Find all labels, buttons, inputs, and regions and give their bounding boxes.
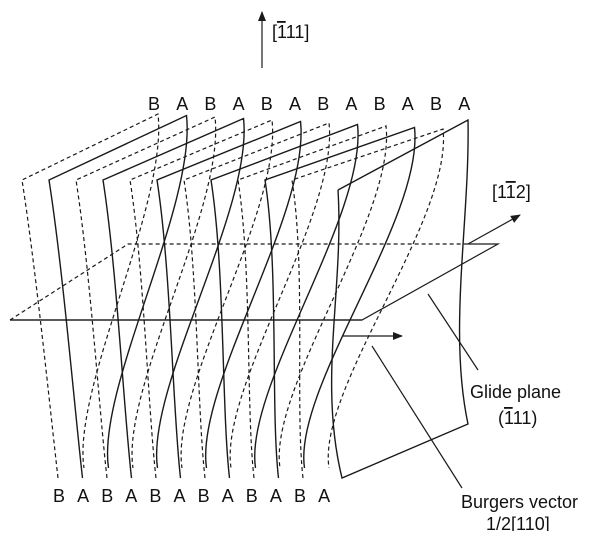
- bottom-layer-letter: B: [198, 486, 210, 506]
- dashed-atomic-plane: [183, 122, 331, 479]
- glide-plane-title: Glide plane: [470, 382, 561, 402]
- glide-plane-index: (111): [498, 408, 537, 428]
- top-layer-letter: A: [176, 94, 188, 114]
- glide-plane: [9, 243, 501, 321]
- bottom-layer-letter: B: [246, 486, 258, 506]
- bottom-layer-letter: A: [222, 486, 234, 506]
- bottom-layer-letter: B: [149, 486, 161, 506]
- shear-direction-label: [112]: [492, 182, 531, 202]
- svg-text:[112]: [112]: [492, 182, 531, 202]
- glide-plane-leader-line: [427, 293, 479, 371]
- svg-text:(111): (111): [498, 408, 537, 428]
- dashed-atomic-plane: [75, 116, 217, 479]
- burgers-vector-leader-line: [371, 345, 463, 489]
- solid-atomic-plane: [102, 117, 245, 479]
- solid-atomic-plane: [210, 123, 359, 479]
- dashed-atomic-plane: [291, 128, 445, 479]
- top-layer-letter: A: [458, 94, 470, 114]
- top-layer-letter: B: [204, 94, 216, 114]
- bottom-layer-letter: B: [53, 486, 65, 506]
- solid-atomic-plane: [48, 114, 188, 479]
- front-atomic-plane: [330, 118, 469, 479]
- top-layer-letter: A: [402, 94, 414, 114]
- solid-atomic-plane: [264, 126, 416, 479]
- dashed-atomic-plane: [129, 119, 274, 479]
- top-layer-letter: B: [430, 94, 442, 114]
- top-layer-letter: A: [345, 94, 357, 114]
- top-layer-letter: B: [148, 94, 160, 114]
- atomic-planes: [21, 113, 469, 479]
- burgers-vector-title: Burgers vector: [461, 492, 578, 512]
- bottom-layer-letter: B: [294, 486, 306, 506]
- top-layer-letter: B: [374, 94, 386, 114]
- bottom-layer-letter: A: [318, 486, 330, 506]
- dashed-atomic-plane: [237, 125, 388, 479]
- top-layer-letter: A: [233, 94, 245, 114]
- top-layer-letter: B: [317, 94, 329, 114]
- top-layer-letter: A: [289, 94, 301, 114]
- bottom-layer-letter: A: [125, 486, 137, 506]
- bottom-layer-letter: A: [270, 486, 282, 506]
- solid-atomic-plane: [156, 120, 302, 479]
- dashed-atomic-plane: [21, 113, 160, 479]
- normal-direction-label: [111]: [272, 22, 309, 42]
- burgers-vector-value: 1/2[110]: [486, 514, 550, 531]
- bottom-layer-letter: A: [174, 486, 186, 506]
- bottom-layer-letter: A: [77, 486, 89, 506]
- bottom-layer-letter: B: [101, 486, 113, 506]
- svg-text:[111]: [111]: [272, 22, 309, 42]
- top-layer-letter: B: [261, 94, 273, 114]
- shear-direction-arrow: [467, 214, 521, 245]
